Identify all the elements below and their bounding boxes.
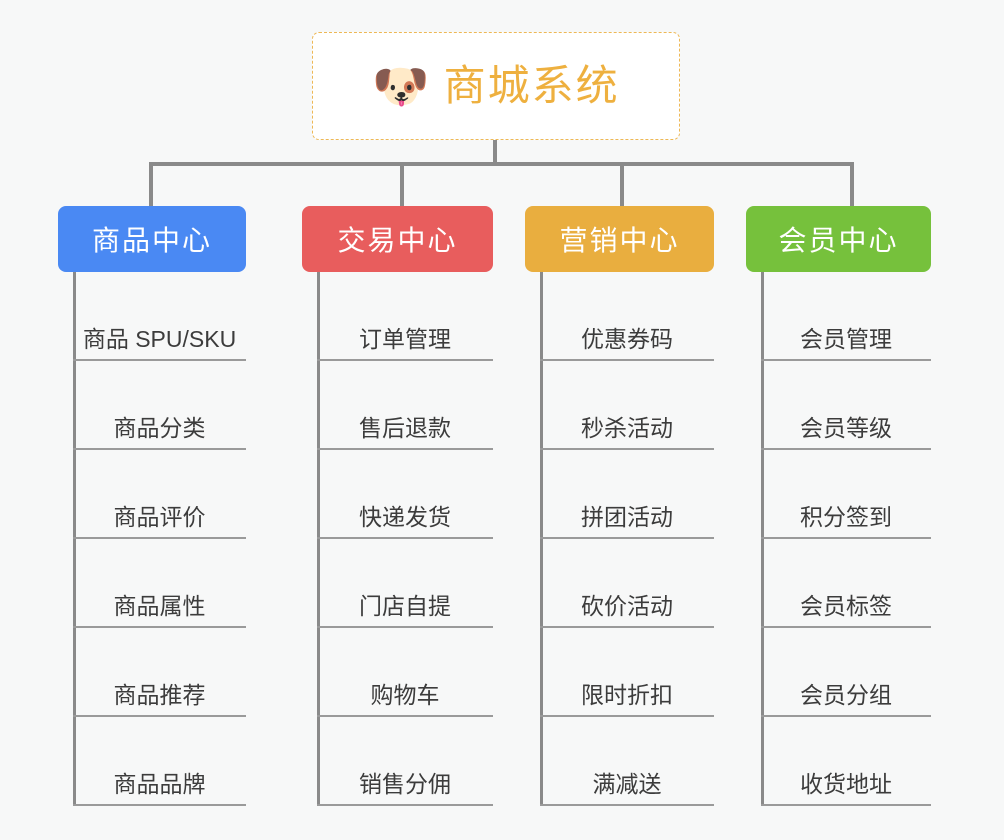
leaf-label: 售后退款 (359, 415, 451, 441)
leaf-item[interactable]: 门店自提 (317, 539, 493, 628)
leaf-label: 商品评价 (113, 504, 206, 530)
leaf-list-member-center: 会员管理 会员等级 积分签到 会员标签 会员分组 收货地址 (746, 272, 931, 806)
leaf-label: 会员等级 (800, 415, 892, 441)
leaf-label: 门店自提 (359, 593, 451, 619)
leaf-list-product-center: 商品 SPU/SKU 商品分类 商品评价 商品属性 商品推荐 商品品牌 (58, 272, 246, 806)
leaf-spine (73, 272, 76, 806)
leaf-label: 商品推荐 (113, 682, 206, 708)
category-header-label: 营销中心 (559, 225, 680, 256)
connector-drop-member-center (850, 162, 854, 208)
category-header-marketing-center[interactable]: 营销中心 (525, 206, 714, 272)
leaf-item[interactable]: 商品分类 (73, 361, 246, 450)
leaf-item[interactable]: 商品评价 (73, 450, 246, 539)
root-node-shop-system[interactable]: 🐶 商城系统 (312, 32, 680, 140)
leaf-spine (540, 272, 543, 806)
leaf-list-marketing-center: 优惠券码 秒杀活动 拼团活动 砍价活动 限时折扣 满减送 (525, 272, 714, 806)
leaf-label: 优惠券码 (581, 326, 673, 352)
leaf-label: 会员标签 (800, 593, 892, 619)
leaf-item[interactable]: 商品属性 (73, 539, 246, 628)
column-trade-center: 交易中心 订单管理 售后退款 快递发货 门店自提 购物车 销售分佣 (302, 206, 493, 806)
leaf-label: 砍价活动 (581, 593, 673, 619)
leaf-item[interactable]: 会员等级 (761, 361, 931, 450)
leaf-item[interactable]: 会员管理 (761, 272, 931, 361)
leaf-label: 商品 SPU/SKU (82, 326, 237, 352)
category-header-member-center[interactable]: 会员中心 (746, 206, 931, 272)
leaf-label: 销售分佣 (359, 771, 451, 797)
dog-face-icon: 🐶 (372, 60, 430, 112)
connector-drop-marketing-center (620, 162, 624, 208)
leaf-spine (317, 272, 320, 806)
leaf-label: 会员分组 (800, 682, 892, 708)
leaf-item[interactable]: 砍价活动 (540, 539, 714, 628)
category-header-label: 会员中心 (778, 225, 899, 256)
category-header-trade-center[interactable]: 交易中心 (302, 206, 493, 272)
leaf-item[interactable]: 销售分佣 (317, 717, 493, 806)
leaf-item[interactable]: 秒杀活动 (540, 361, 714, 450)
leaf-item[interactable]: 商品推荐 (73, 628, 246, 717)
leaf-label: 满减送 (592, 771, 662, 797)
leaf-item[interactable]: 商品品牌 (73, 717, 246, 806)
leaf-item[interactable]: 满减送 (540, 717, 714, 806)
leaf-label: 秒杀活动 (581, 415, 673, 441)
leaf-label: 商品属性 (113, 593, 206, 619)
leaf-item[interactable]: 积分签到 (761, 450, 931, 539)
connector-horizontal-bus (149, 162, 854, 166)
leaf-item[interactable]: 快递发货 (317, 450, 493, 539)
connector-drop-trade-center (400, 162, 404, 208)
leaf-item[interactable]: 收货地址 (761, 717, 931, 806)
leaf-item[interactable]: 会员标签 (761, 539, 931, 628)
connector-drop-product-center (149, 162, 153, 208)
leaf-label: 限时折扣 (581, 682, 673, 708)
leaf-item[interactable]: 限时折扣 (540, 628, 714, 717)
leaf-item[interactable]: 会员分组 (761, 628, 931, 717)
leaf-label: 商品分类 (113, 415, 206, 441)
column-marketing-center: 营销中心 优惠券码 秒杀活动 拼团活动 砍价活动 限时折扣 满减送 (525, 206, 714, 806)
category-header-product-center[interactable]: 商品中心 (58, 206, 246, 272)
leaf-label: 商品品牌 (113, 771, 206, 797)
leaf-label: 收货地址 (800, 771, 892, 797)
root-title: 商城系统 (443, 62, 620, 109)
column-member-center: 会员中心 会员管理 会员等级 积分签到 会员标签 会员分组 收货地址 (746, 206, 931, 806)
connector-root-stem (493, 140, 497, 164)
column-product-center: 商品中心 商品 SPU/SKU 商品分类 商品评价 商品属性 商品推荐 商品品牌 (58, 206, 246, 806)
leaf-label: 积分签到 (800, 504, 892, 530)
leaf-label: 会员管理 (800, 326, 892, 352)
leaf-label: 拼团活动 (581, 504, 673, 530)
leaf-item[interactable]: 拼团活动 (540, 450, 714, 539)
leaf-spine (761, 272, 764, 806)
leaf-list-trade-center: 订单管理 售后退款 快递发货 门店自提 购物车 销售分佣 (302, 272, 493, 806)
category-header-label: 交易中心 (337, 225, 458, 256)
category-header-label: 商品中心 (91, 225, 212, 256)
leaf-label: 订单管理 (359, 326, 451, 352)
leaf-item[interactable]: 购物车 (317, 628, 493, 717)
leaf-item[interactable]: 订单管理 (317, 272, 493, 361)
leaf-item[interactable]: 售后退款 (317, 361, 493, 450)
leaf-item[interactable]: 商品 SPU/SKU (73, 272, 246, 361)
leaf-label: 购物车 (370, 682, 440, 708)
leaf-item[interactable]: 优惠券码 (540, 272, 714, 361)
leaf-label: 快递发货 (359, 504, 451, 530)
